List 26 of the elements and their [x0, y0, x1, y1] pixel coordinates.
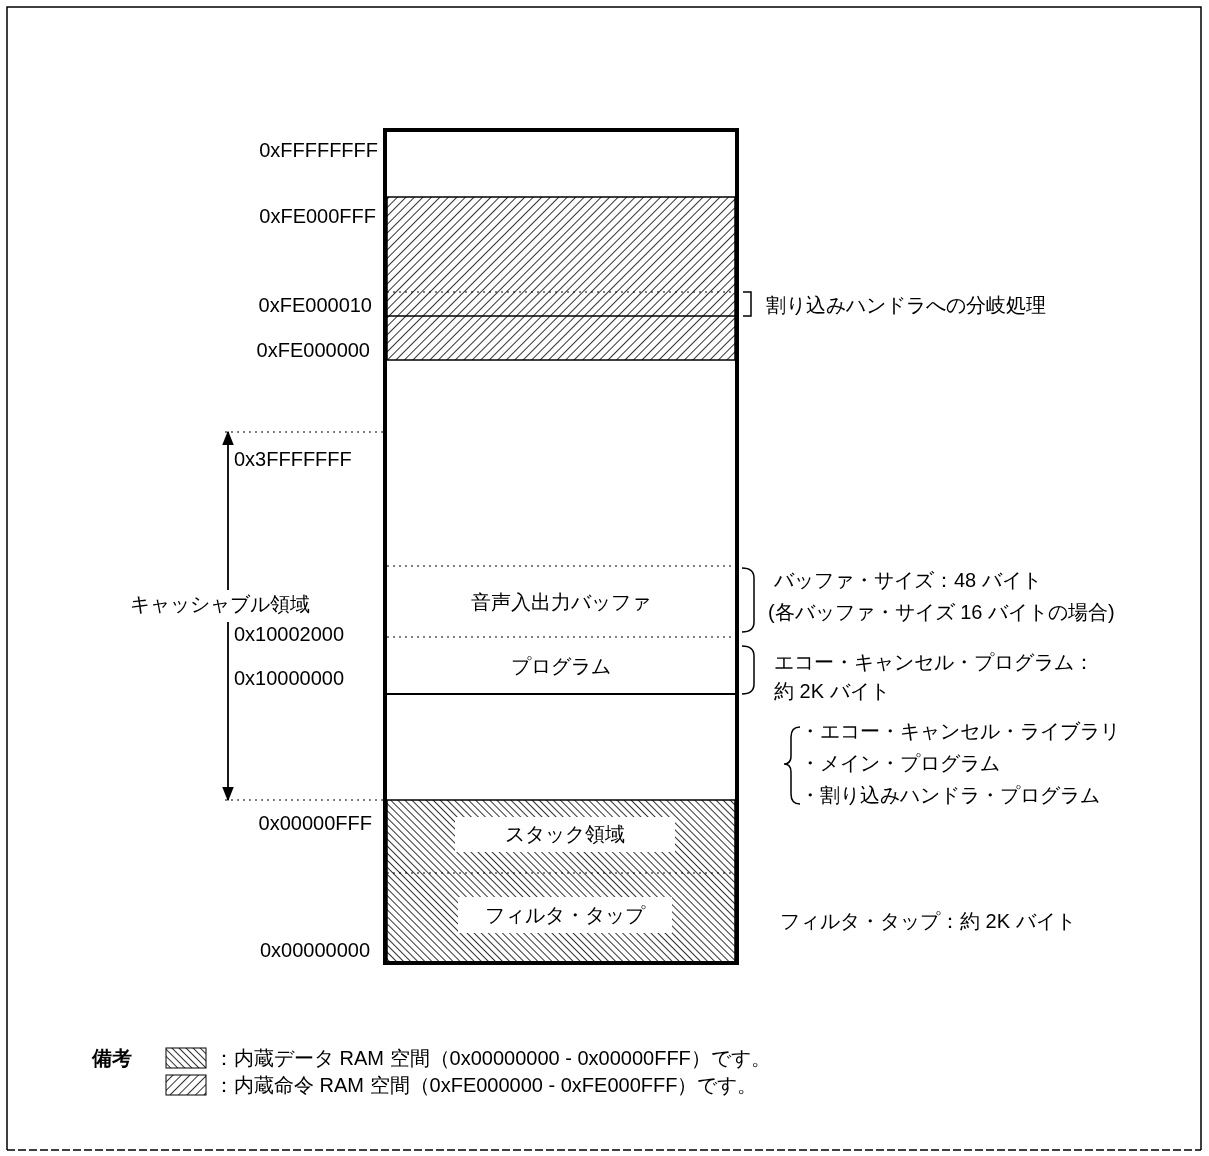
address-label: 0x10002000	[234, 622, 345, 646]
annotation-text: 割り込みハンドラへの分岐処理	[766, 293, 1046, 317]
list-item: ・メイン・プログラム	[800, 751, 1000, 775]
segment-label: プログラム	[511, 653, 611, 678]
legend-heading: 備考	[92, 1046, 132, 1070]
address-label: 0x3FFFFFFF	[234, 447, 352, 471]
address-label: 0xFE000010	[258, 293, 372, 317]
segment-label: スタック領域	[455, 817, 675, 852]
annotation-text: フィルタ・タップ：約 2K バイト	[780, 909, 1076, 933]
list-item: ・割り込みハンドラ・プログラム	[800, 783, 1100, 807]
annotation-text: エコー・キャンセル・プログラム：	[774, 650, 1094, 674]
address-label: 0x00000000	[259, 938, 370, 962]
annotation-text: 約 2K バイト	[774, 679, 890, 703]
address-label: 0xFE000000	[256, 338, 370, 362]
segment-label: 音声入出力バッファ	[471, 589, 651, 614]
address-label: 0xFFFFFFFF	[259, 138, 378, 162]
address-label: 0x00000FFF	[258, 811, 372, 835]
legend-text: ：内蔵データ RAM 空間（0x00000000 - 0x00000FFF）です。	[214, 1046, 771, 1070]
address-label: 0x10000000	[234, 666, 345, 690]
address-label: 0xFE000FFF	[259, 204, 376, 228]
region-label: キャッシャブル領域	[130, 592, 310, 616]
segment-label: フィルタ・タップ	[458, 897, 672, 933]
list-item: ・エコー・キャンセル・ライブラリ	[800, 719, 1120, 743]
legend-text: ：内蔵命令 RAM 空間（0xFE000000 - 0xFE000FFF）です。	[214, 1073, 758, 1097]
annotation-text: バッファ・サイズ：48 バイト	[774, 568, 1042, 592]
annotation-text: (各バッファ・サイズ 16 バイトの場合)	[768, 600, 1115, 624]
